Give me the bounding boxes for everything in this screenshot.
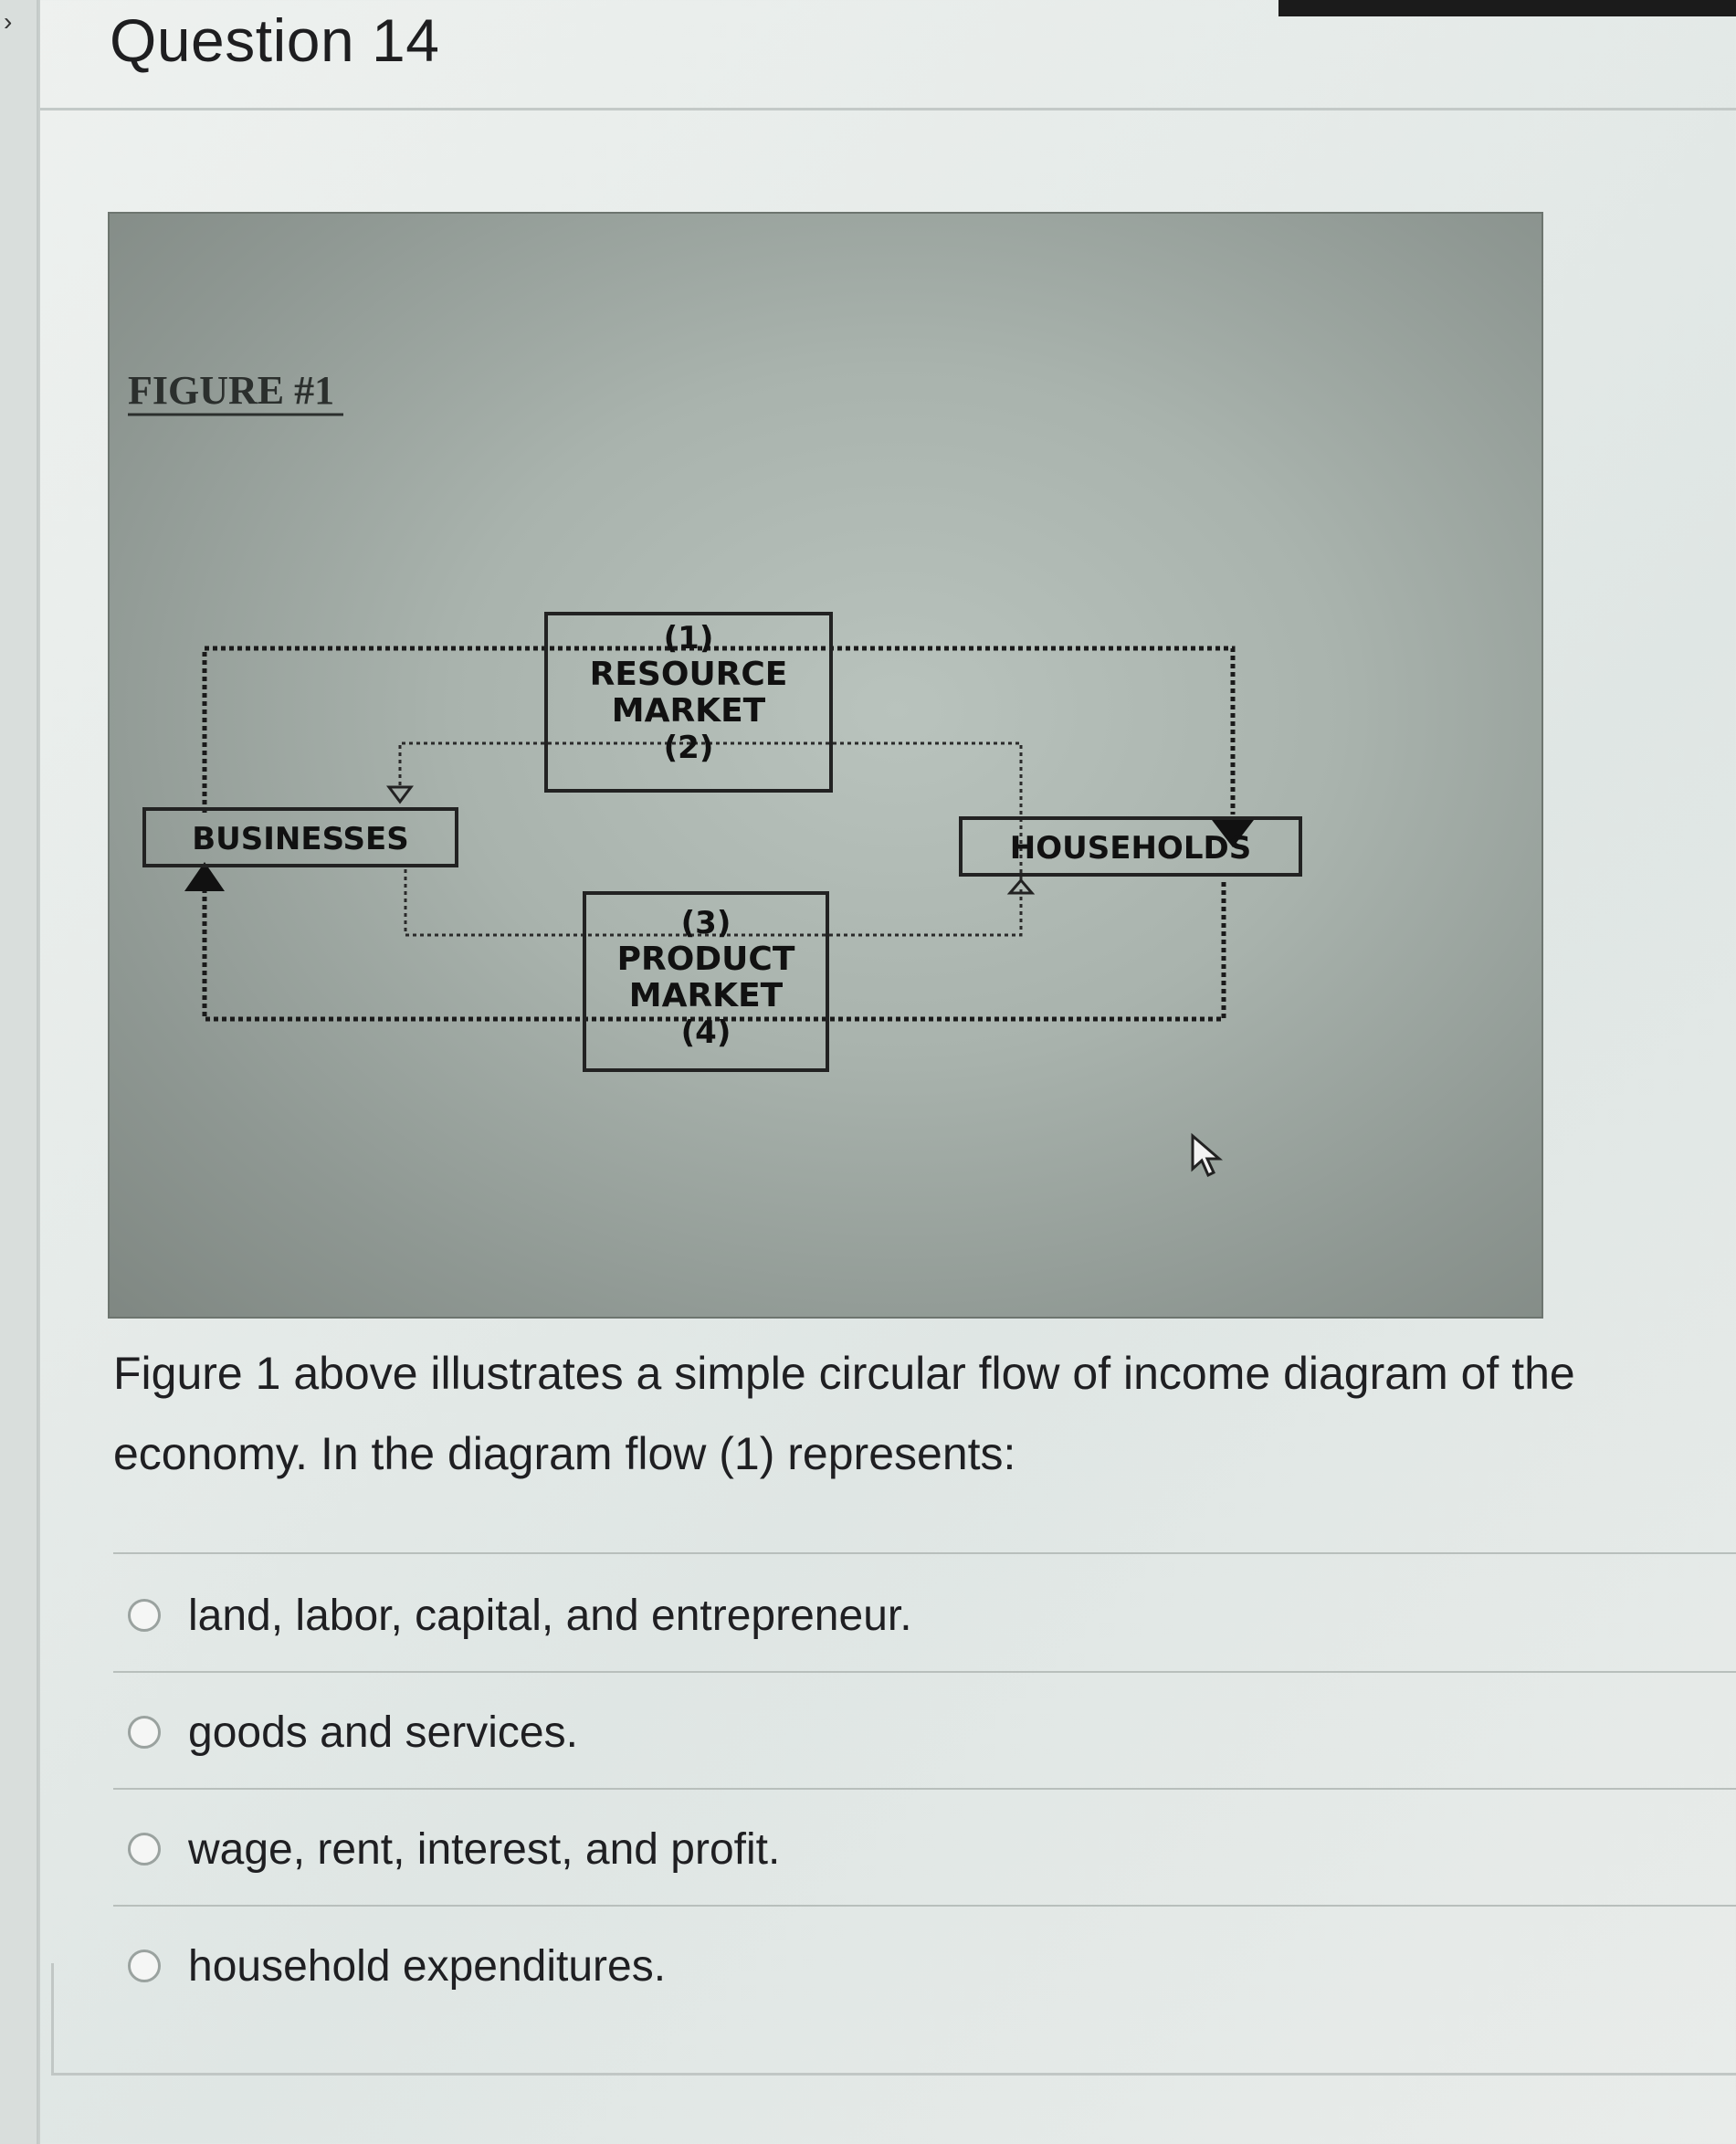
households-box — [959, 816, 1302, 877]
product-market-line2: MARKET — [629, 977, 784, 1014]
question-prompt-line1: Figure 1 above illustrates a simple circ… — [113, 1348, 1575, 1399]
resource-market-line2: MARKET — [612, 692, 766, 730]
left-sidebar-strip: › — [0, 0, 38, 2144]
answer-option-4[interactable]: household expenditures. — [128, 1934, 666, 1998]
product-flow-4: (4) — [681, 1014, 731, 1051]
question-prompt-line2: economy. In the diagram flow (1) represe… — [113, 1428, 1016, 1479]
answer-option-3[interactable]: wage, rent, interest, and profit. — [128, 1817, 780, 1881]
resource-flow-1: (1) — [664, 620, 714, 657]
answer-option-label: goods and services. — [188, 1708, 578, 1757]
radio-unselected-icon[interactable] — [128, 1599, 161, 1632]
top-bar-edge — [1278, 0, 1736, 16]
answer-option-label: wage, rent, interest, and profit. — [188, 1824, 781, 1874]
arrow-up-businesses — [184, 862, 225, 891]
radio-unselected-icon[interactable] — [128, 1716, 161, 1749]
question-panel: Question 14 — [38, 0, 1736, 2144]
figure-label: FIGURE #1 — [128, 368, 334, 413]
product-market-box — [583, 891, 829, 1072]
answer-option-label: land, labor, capital, and entrepreneur. — [188, 1591, 912, 1640]
question-title: Question 14 — [110, 6, 440, 74]
panel-border-bottom — [51, 2073, 1736, 2076]
businesses-box — [142, 807, 458, 867]
mouse-pointer-icon — [1189, 1132, 1226, 1184]
options-divider — [113, 1671, 1736, 1673]
figure-image: FIGURE #1 (1) RESOURCE MARKET (2) (3) PR… — [108, 212, 1543, 1319]
businesses-label: BUSINESSES — [192, 821, 409, 857]
chevron-right-icon[interactable]: › — [4, 7, 13, 36]
resource-market-box — [544, 612, 833, 793]
outer-flow-loop — [202, 646, 1236, 1022]
product-market-line1: PRODUCT — [617, 941, 795, 978]
arrow-up-households-small — [1006, 878, 1036, 895]
arrow-down-businesses-small — [386, 785, 414, 804]
radio-unselected-icon[interactable] — [128, 1833, 161, 1865]
resource-flow-2: (2) — [664, 730, 714, 766]
panel-border-left — [51, 1963, 54, 2075]
inner-flow-loop — [398, 741, 1023, 937]
options-divider — [113, 1905, 1736, 1907]
question-prompt: Figure 1 above illustrates a simple circ… — [113, 1333, 1736, 1494]
radio-unselected-icon[interactable] — [128, 1950, 161, 1982]
question-header: Question 14 — [40, 0, 1736, 110]
households-label: HOUSEHOLDS — [1010, 830, 1251, 867]
resource-market-line1: RESOURCE — [590, 656, 788, 693]
options-divider — [113, 1788, 1736, 1790]
answer-option-1[interactable]: land, labor, capital, and entrepreneur. — [128, 1583, 912, 1647]
arrow-down-households — [1209, 816, 1257, 847]
circular-flow-diagram: FIGURE #1 (1) RESOURCE MARKET (2) (3) PR… — [128, 368, 1302, 1072]
answer-option-label: household expenditures. — [188, 1941, 667, 1991]
product-flow-3: (3) — [681, 905, 731, 941]
options-divider — [113, 1552, 1736, 1554]
answer-option-2[interactable]: goods and services. — [128, 1700, 578, 1764]
